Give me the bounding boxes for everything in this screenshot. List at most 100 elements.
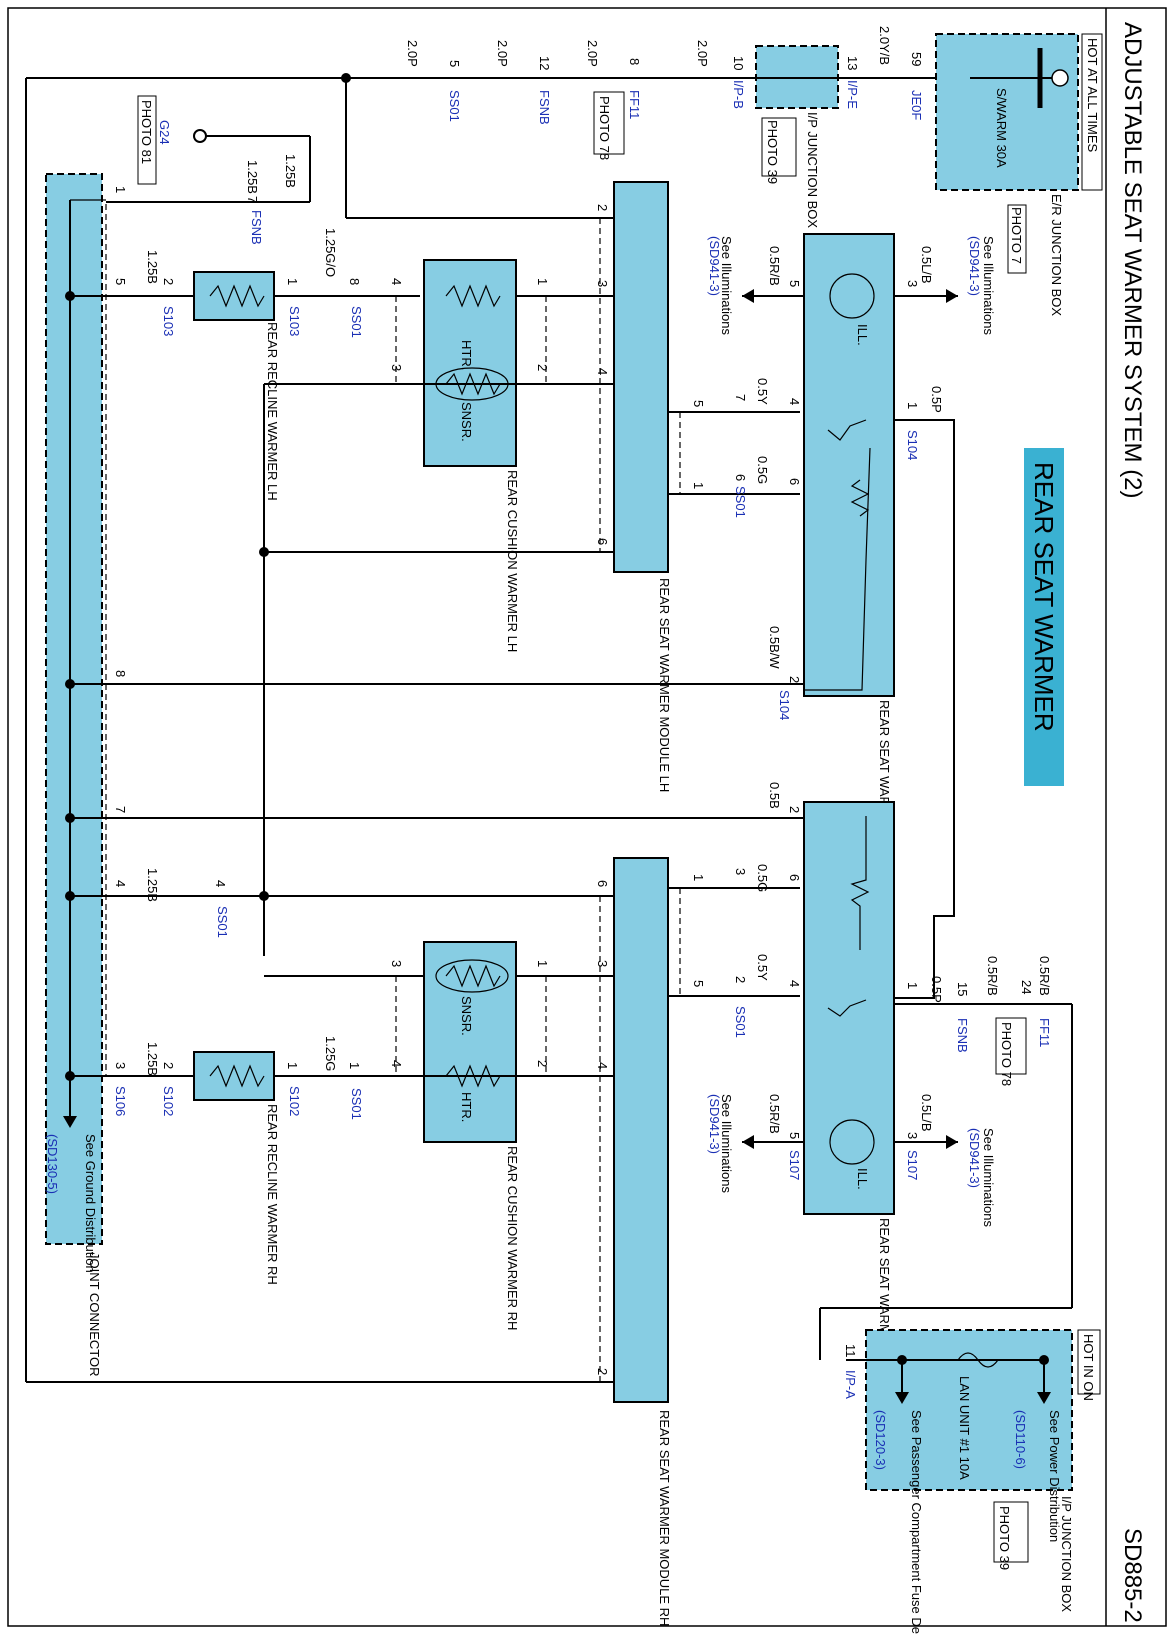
see-power: See Power Distribution [1047, 1410, 1062, 1542]
module-lh-box [613, 181, 669, 573]
wire-0-5rb-rh: 0.5R/B [767, 1094, 782, 1134]
see-illum-lh-top: See Illuminations [981, 236, 996, 335]
see-illum-lh-bot: See Illuminations [719, 236, 734, 335]
svg-text:3: 3 [905, 280, 920, 287]
svg-text:2: 2 [733, 976, 748, 983]
svg-text:2: 2 [535, 364, 550, 371]
svg-text:5: 5 [691, 980, 706, 987]
wire-1-25b-lh: 1.25B [145, 250, 160, 284]
splice-s104-b: S104 [777, 690, 792, 720]
svg-text:8: 8 [627, 58, 642, 65]
connector-ss01-rh2: SS01 [349, 1088, 364, 1120]
module-rh-box [613, 857, 669, 1403]
svg-text:6: 6 [787, 478, 802, 485]
er-box-label: E/R JUNCTION BOX [1049, 194, 1064, 316]
ill-lh: ILL. [855, 324, 870, 346]
cushion-lh-label: REAR CUSHION WARMER LH [505, 470, 520, 652]
see-pass-ref: (SD120-3) [873, 1410, 888, 1470]
svg-text:5: 5 [691, 400, 706, 407]
svg-text:4: 4 [389, 278, 404, 285]
svg-text:2: 2 [161, 278, 176, 285]
wire-0-5p-rh: 0.5P [929, 976, 944, 1003]
photo-78-rh: PHOTO 78 [999, 1022, 1014, 1086]
svg-text:59: 59 [909, 52, 924, 66]
fuse-swarm-label: S/WARM 30A [994, 88, 1009, 168]
splice-s107-a: S107 [905, 1150, 920, 1180]
svg-text:11: 11 [843, 1344, 858, 1358]
svg-text:24: 24 [1019, 980, 1034, 994]
snsr-lh: SNSR. [459, 402, 474, 442]
switch-rh-box [803, 801, 895, 1215]
svg-text:4: 4 [595, 368, 610, 375]
joint-connector-box [45, 173, 103, 1245]
svg-text:2: 2 [161, 1062, 176, 1069]
svg-text:7: 7 [733, 394, 748, 401]
see-illum-rh-bot-ref: (SD941-3) [707, 1094, 722, 1154]
hot-in-on-label: HOT IN ON [1081, 1334, 1096, 1401]
svg-text:5: 5 [113, 278, 128, 285]
cushion-warmer-lh [423, 259, 517, 467]
wire-2-0yb: 2.0Y/B [877, 26, 892, 65]
see-illum-rh-top: See Illuminations [981, 1128, 996, 1227]
wire-2-0p-4: 2.0P [405, 40, 420, 67]
wire-1-25b-g: 1.25B [283, 154, 298, 188]
heater-coil-icon [209, 284, 265, 308]
wire-0-5rb-rh3: 0.5R/B [1037, 956, 1052, 996]
svg-text:13: 13 [845, 56, 860, 70]
svg-text:6: 6 [733, 474, 748, 481]
ground-ref-arrow-icon [63, 1116, 77, 1128]
fuse-lan-icon [957, 1352, 999, 1368]
module-rh-label: REAR SEAT WARMER MODULE RH [657, 1410, 672, 1626]
connector-fsnb-rh: FSNB [955, 1018, 970, 1053]
wire-0-5rb-lh: 0.5R/B [767, 246, 782, 286]
wire-0-5y-rh: 0.5Y [755, 954, 770, 981]
banner-box [1024, 448, 1064, 786]
recline-warmer-rh [193, 1051, 275, 1101]
svg-text:1: 1 [905, 982, 920, 989]
wire-2-0p-1: 2.0P [695, 40, 710, 67]
wire-1-25g: 1.25G [323, 1036, 338, 1071]
wire-0-5p-lh: 0.5P [929, 386, 944, 413]
page-title: ADJUSTABLE SEAT WARMER SYSTEM (2) [1119, 22, 1146, 499]
svg-text:3: 3 [905, 1132, 920, 1139]
svg-text:8: 8 [347, 278, 362, 285]
wire-2-0p-3: 2.0P [495, 40, 510, 67]
sensor-rh-icon [435, 959, 509, 993]
see-illum-rh-top-ref: (SD941-3) [967, 1128, 982, 1188]
svg-text:3: 3 [595, 280, 610, 287]
svg-text:15: 15 [955, 982, 970, 996]
svg-text:1: 1 [347, 1062, 362, 1069]
ip-photo-bottom: PHOTO 39 [997, 1506, 1012, 1570]
connector-ss01-lh: SS01 [349, 306, 364, 338]
connector-ipe: I/P-E [845, 80, 860, 109]
svg-text:1: 1 [285, 1062, 300, 1069]
svg-text:2: 2 [595, 1368, 610, 1375]
er-photo-label: PHOTO 7 [1009, 207, 1024, 264]
svg-text:5: 5 [447, 60, 462, 67]
connector-je0f: JE0F [909, 90, 924, 120]
see-illum-rh-bot: See Illuminations [719, 1094, 734, 1193]
snsr-rh: SNSR. [459, 996, 474, 1036]
wire-1-25b-rh2: 1.25B [145, 1042, 160, 1076]
ill-rh: ILL. [855, 1168, 870, 1190]
svg-text:4: 4 [787, 398, 802, 405]
photo-78: PHOTO 78 [597, 96, 612, 160]
wire-0-5g-lh: 0.5G [755, 456, 770, 484]
ground-icon [193, 129, 207, 143]
recline-lh-label: REAR RECLINE WARMER LH [265, 322, 280, 501]
svg-text:1: 1 [285, 278, 300, 285]
splice-s103-b: S103 [287, 306, 302, 336]
connector-ff11: FF11 [627, 90, 642, 119]
svg-text:5: 5 [787, 1132, 802, 1139]
connector-ss01-rh3: SS01 [733, 1006, 748, 1038]
svg-text:1: 1 [691, 482, 706, 489]
svg-text:5: 5 [787, 280, 802, 287]
module-lh-label: REAR SEAT WARMER MODULE LH [657, 578, 672, 792]
svg-text:4: 4 [113, 880, 128, 887]
splice-s106: S106 [113, 1086, 128, 1116]
svg-text:7: 7 [245, 196, 260, 203]
connector-ff11-rh: FF11 [1037, 1018, 1052, 1047]
ip-box-bottom-label: I/P JUNCTION BOX [1059, 1496, 1074, 1612]
connector-ipa: I/P-A [843, 1370, 858, 1399]
see-ground-ref: (SD130-5) [45, 1134, 60, 1194]
